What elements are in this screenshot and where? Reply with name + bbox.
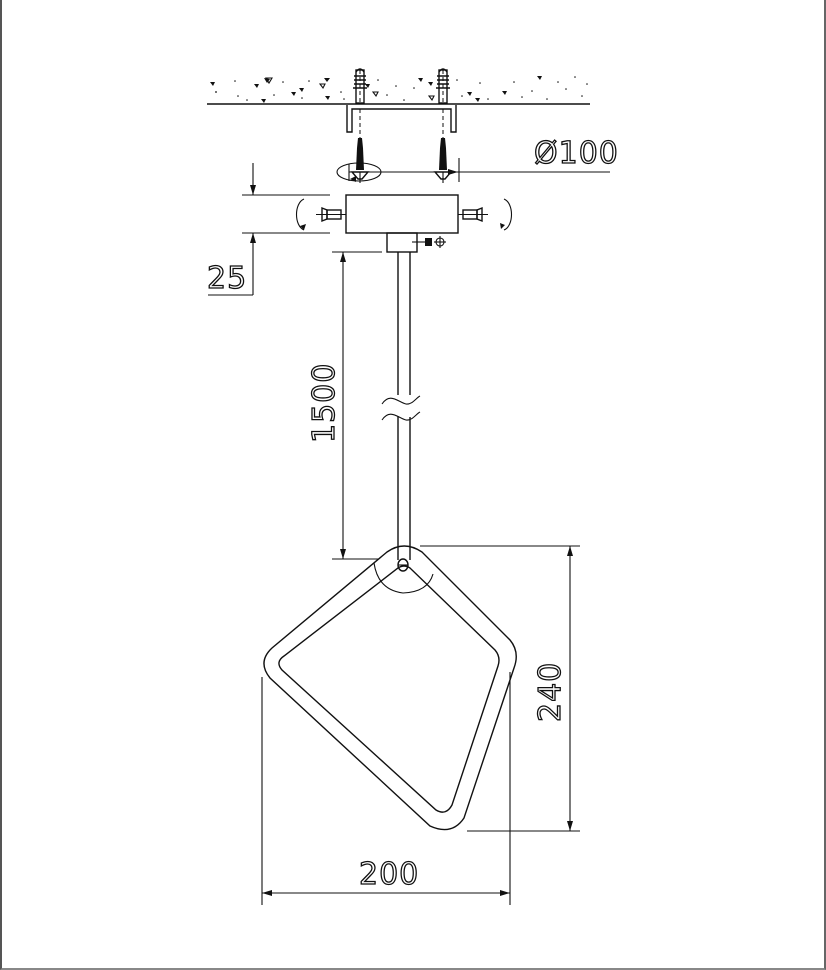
mounting-bracket	[346, 105, 457, 142]
suspension-rod	[381, 252, 421, 560]
break-symbol-icon	[381, 395, 421, 405]
screw-right-icon	[433, 138, 453, 183]
wall-plug-left	[353, 68, 367, 104]
rotate-right-icon	[503, 198, 513, 231]
ring-height-label: 240	[533, 662, 568, 722]
ring-width-label: 200	[359, 857, 419, 892]
grub-screw-icon	[412, 236, 446, 248]
wall-plug-right	[436, 68, 450, 104]
ring-height-dimension: 240	[420, 545, 580, 832]
canopy-screws: Ø100	[336, 135, 619, 183]
ring-width-dimension: 200	[261, 672, 511, 905]
set-screw-right-icon	[458, 206, 488, 223]
rod-length-label: 1500	[307, 363, 342, 443]
rotate-left-icon	[295, 198, 305, 231]
canopy-diameter-label: Ø100	[534, 136, 619, 171]
screw-left-icon	[350, 138, 370, 183]
ring-hub	[373, 562, 434, 594]
ceiling-section	[207, 68, 590, 142]
canopy	[295, 194, 513, 253]
canopy-height-dimension: 25	[206, 163, 330, 297]
towel-ring	[263, 545, 517, 831]
concrete-hatch	[210, 76, 588, 103]
rod-length-dimension: 1500	[306, 251, 382, 560]
canopy-height-label: 25	[207, 261, 247, 296]
set-screw-left-icon	[316, 206, 346, 223]
